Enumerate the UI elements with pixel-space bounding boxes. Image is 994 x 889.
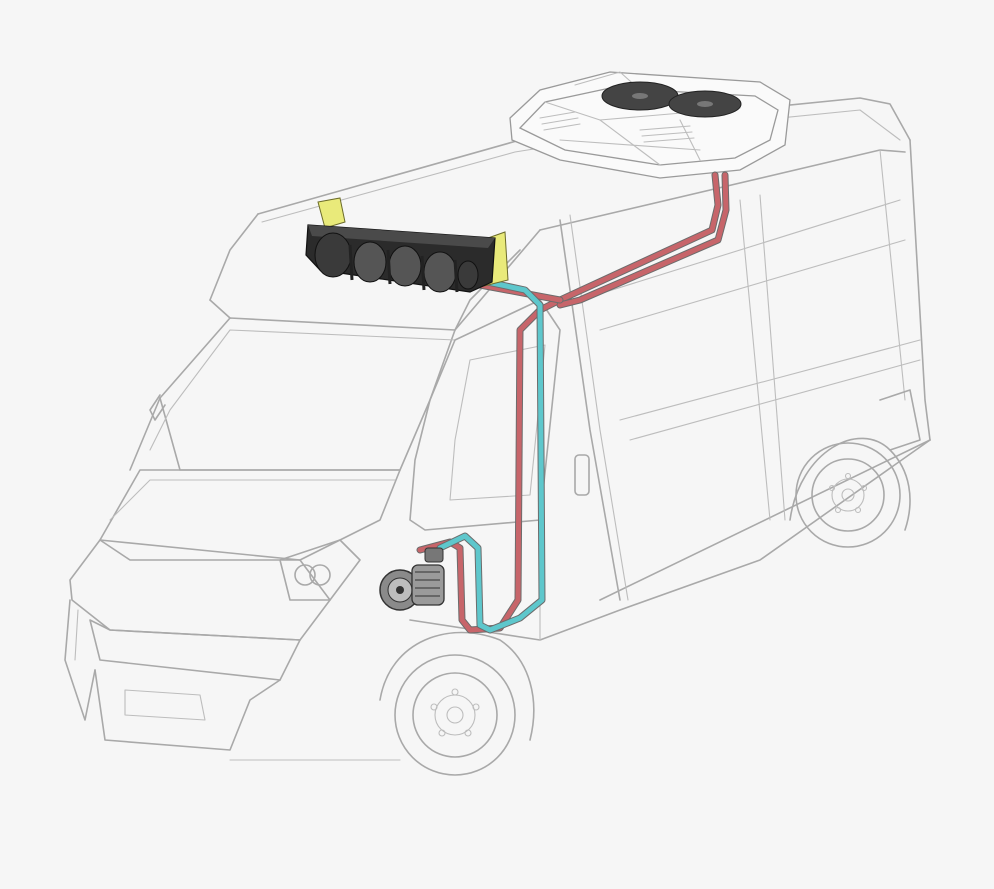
blower-icon bbox=[314, 232, 352, 278]
refrigerant-line-cold bbox=[437, 277, 545, 633]
compressor bbox=[379, 547, 445, 611]
cab-evaporator bbox=[305, 197, 509, 293]
refrigerant-lines bbox=[416, 171, 730, 634]
refrigerant-line-hot bbox=[417, 172, 721, 633]
roof-condenser-unit bbox=[509, 71, 791, 179]
van-outline bbox=[64, 97, 931, 776]
bracket-icon bbox=[317, 197, 346, 229]
